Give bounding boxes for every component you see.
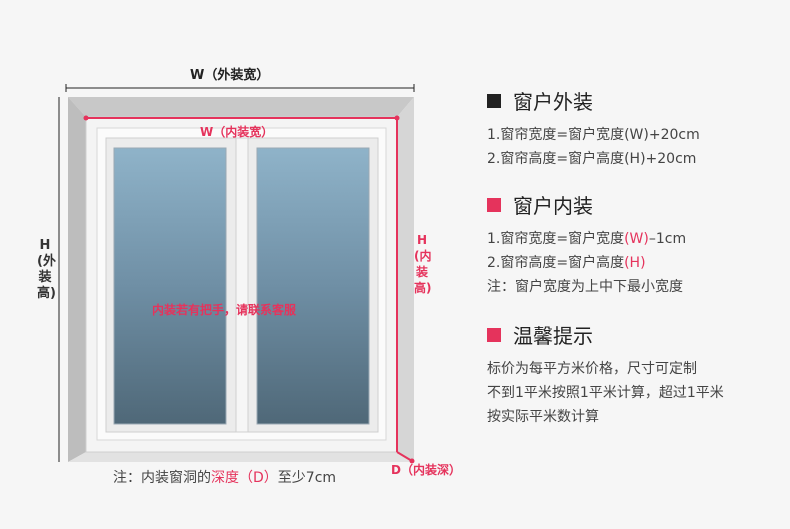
inner-width-formula: 1.窗帘宽度=窗户宽度(W)–1cm (487, 227, 686, 251)
depth-note: 注：内装窗洞的深度（D）至少7cm (113, 467, 336, 487)
outer-height-label-part: H (39, 238, 51, 253)
formula-text: 2.窗帘高度=窗户高度 (487, 255, 625, 271)
section-title: 窗户内装 (487, 190, 686, 219)
inner-width-label: W（内装宽） (200, 125, 274, 139)
inner-height-formula: 2.窗帘高度=窗户高度(H) (487, 251, 686, 275)
outer-width-formula: 1.窗帘宽度=窗户宽度(W)+20cm (487, 127, 700, 143)
depth-note-highlight: 深度（D） (211, 470, 278, 486)
inner-height-label-part: (内 (414, 249, 432, 263)
depth-note-suffix: 至少7cm (277, 470, 337, 486)
section-title-text: 温馨提示 (513, 324, 593, 348)
tip-line: 标价为每平方米价格，尺寸可定制 (487, 361, 697, 377)
wall-recess (68, 97, 414, 117)
inner-height-label-part: 装 (415, 265, 428, 279)
handle-note: 内装若有把手，请联系客服 (152, 303, 297, 317)
inner-install-section: 窗户内装 1.窗帘宽度=窗户宽度(W)–1cm 2.窗帘高度=窗户高度(H) 注… (487, 190, 686, 299)
right-glass (256, 147, 370, 425)
section-title: 窗户外装 (487, 86, 700, 115)
square-bullet-icon (487, 93, 501, 108)
depth-note-prefix: 注：内装窗洞的 (113, 470, 211, 486)
inner-height-label-part: 高) (414, 281, 432, 295)
outer-height-label-part: 装 (38, 270, 52, 285)
tip-line: 不到1平米按照1平米计算，超过1平米 (487, 385, 724, 401)
square-bullet-icon (487, 327, 501, 342)
formula-highlight: (H) (624, 255, 646, 271)
window-diagram: W（外装宽） W（内装宽） H (外 装 高) H (内 装 高) 内装若有把手… (37, 68, 461, 487)
outer-height-label-part: 高) (37, 286, 56, 301)
inner-width-note: 注：窗户宽度为上中下最小宽度 (487, 279, 683, 295)
depth-label: D（内装深） (391, 463, 461, 477)
outer-height-label: H (外 装 高) (37, 238, 56, 302)
outer-install-section: 窗户外装 1.窗帘宽度=窗户宽度(W)+20cm 2.窗帘高度=窗户高度(H)+… (487, 86, 700, 171)
window-drawing (58, 84, 415, 464)
tips-section: 温馨提示 标价为每平方米价格，尺寸可定制 不到1平米按照1平米计算，超过1平米 … (487, 320, 724, 429)
outer-width-label: W（外装宽） (190, 68, 270, 83)
formula-highlight: (W) (624, 231, 649, 247)
square-bullet-icon (487, 197, 501, 212)
formula-text: –1cm (648, 231, 687, 247)
outer-height-formula: 2.窗帘高度=窗户高度(H)+20cm (487, 151, 697, 167)
tip-line: 按实际平米数计算 (487, 409, 599, 425)
section-title-text: 窗户内装 (513, 194, 593, 218)
left-glass (113, 147, 227, 425)
section-title: 温馨提示 (487, 320, 724, 349)
outer-height-label-part: (外 (37, 254, 56, 269)
inner-height-label: H (内 装 高) (414, 232, 432, 296)
section-title-text: 窗户外装 (513, 90, 593, 114)
inner-height-label-part: H (416, 233, 428, 247)
depth-line (396, 451, 413, 462)
formula-text: 1.窗帘宽度=窗户宽度 (487, 231, 625, 247)
